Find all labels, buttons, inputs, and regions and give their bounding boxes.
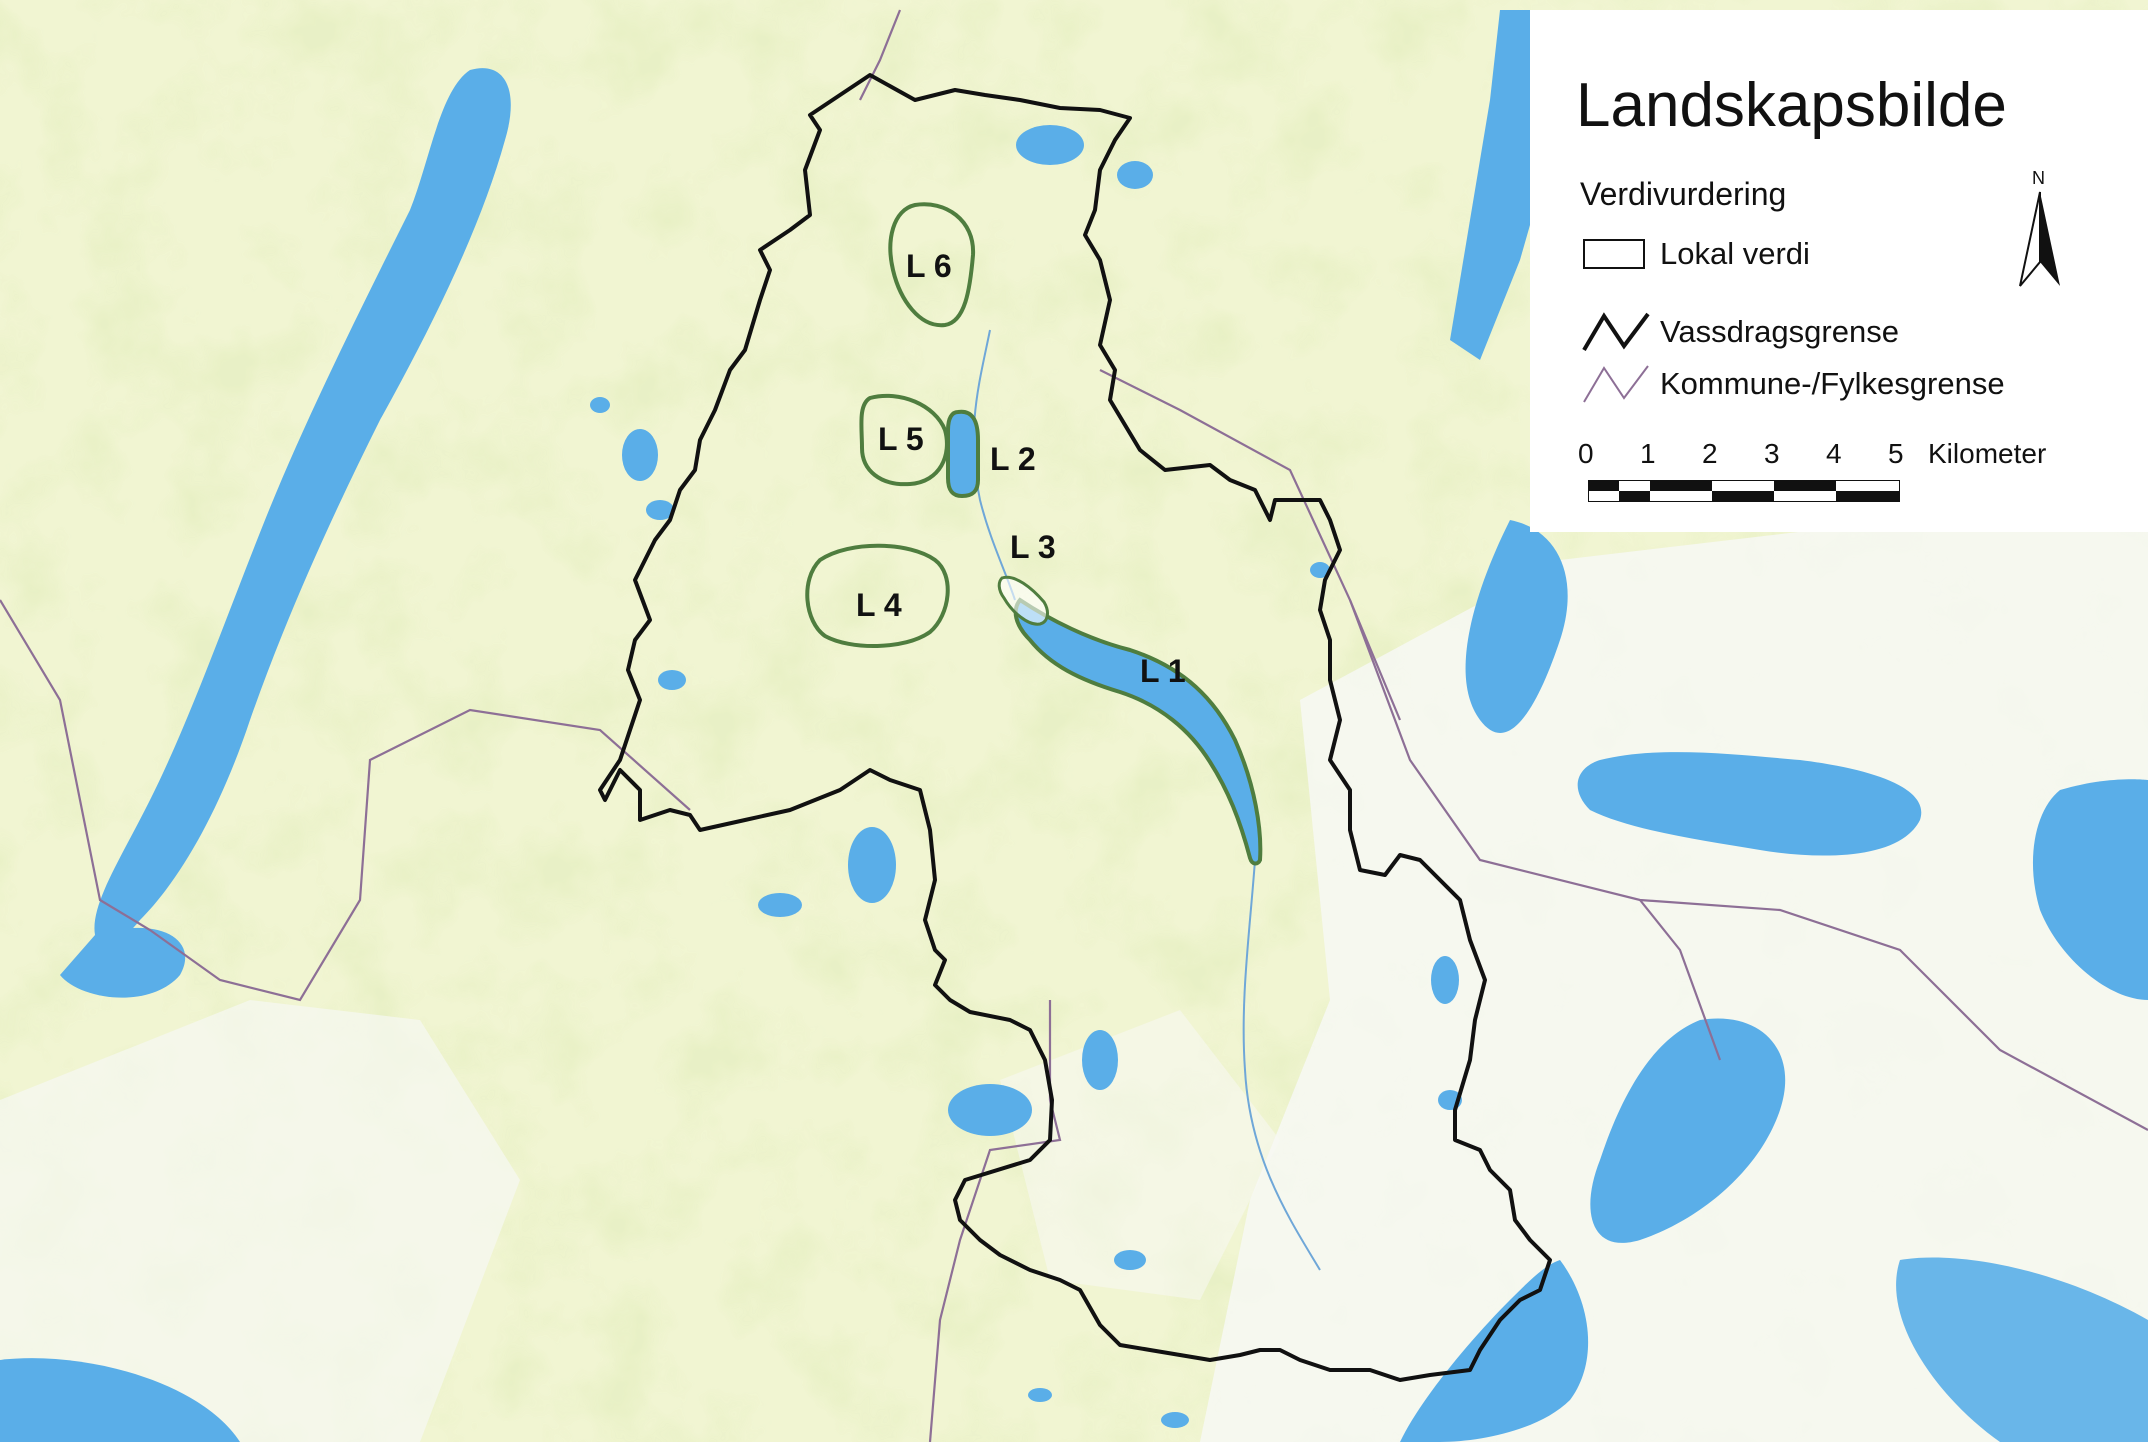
small-lake (1028, 1388, 1052, 1402)
small-lake (646, 500, 674, 520)
small-lake (948, 1084, 1032, 1136)
area-L1[interactable] (1013, 597, 1263, 866)
legend-item-label: Lokal verdi (1660, 236, 1810, 271)
small-lake (590, 397, 610, 413)
area-L3[interactable] (997, 575, 1049, 626)
legend-item-kommunegrense: Kommune-/Fylkesgrense (1580, 362, 2005, 406)
area-label-L3: L 3 (1010, 529, 1056, 565)
area-L2[interactable] (946, 409, 980, 499)
scale-tick: 4 (1826, 438, 1842, 469)
small-lake (658, 670, 686, 690)
lake-east-3 (2032, 779, 2148, 1000)
lake-far-southeast (1896, 1257, 2148, 1442)
scale-tick: 2 (1702, 438, 1718, 469)
legend-item-vassdragsgrense: Vassdragsgrense (1580, 310, 1899, 354)
lake-southeast (1590, 1018, 1786, 1243)
north-label: N (2032, 168, 2045, 188)
lake-east-2 (1577, 752, 1922, 856)
river (1242, 859, 1321, 1271)
lowland-east (1200, 500, 2148, 1442)
scale-tick: 3 (1764, 438, 1780, 469)
small-lake (1161, 1412, 1189, 1428)
lake-east-1 (1465, 520, 1568, 733)
lowland-south (1000, 1010, 1280, 1300)
watershed-boundary (598, 73, 1552, 1382)
small-lake (1117, 161, 1153, 189)
small-lake (758, 893, 802, 917)
western-fjord (94, 68, 511, 946)
map-title: Landskapsbilde (1576, 71, 2007, 140)
thin-purple-line-icon (1583, 365, 1649, 403)
north-arrow: N (2010, 168, 2080, 288)
area-label-L2: L 2 (990, 441, 1036, 477)
lake-south-west-corner (0, 1358, 240, 1442)
small-lake (1114, 1250, 1146, 1270)
scale-tick: 0 (1578, 438, 1594, 469)
small-lake (622, 429, 658, 481)
area-label-L1: L 1 (1140, 653, 1186, 689)
scale-tick: 5 (1888, 438, 1904, 469)
legend-item-lokal-verdi: Lokal verdi (1580, 232, 1810, 276)
scale-unit: Kilometer (1928, 438, 2047, 469)
scale-bar (1588, 480, 1900, 502)
legend-item-label: Vassdragsgrense (1660, 314, 1899, 349)
area-label-L5: L 5 (878, 421, 924, 457)
scale-tick: 1 (1640, 438, 1656, 469)
legend-section-title: Verdivurdering (1580, 176, 1787, 212)
area-label-L4: L 4 (856, 587, 902, 623)
fjord-mouth (60, 927, 186, 998)
open-box-icon (1583, 239, 1645, 269)
scale-numbers: 0 1 2 3 4 5 (1578, 438, 1918, 478)
small-lake (1016, 125, 1084, 165)
area-L5[interactable] (859, 393, 949, 487)
area-label-L6: L 6 (906, 248, 952, 284)
small-lake (1431, 956, 1459, 1004)
lowland-southwest (0, 1000, 520, 1442)
river (972, 329, 1016, 601)
black-line-icon (1582, 312, 1650, 352)
legend-item-label: Kommune-/Fylkesgrense (1660, 366, 2005, 401)
lake-south-east-corner (1400, 1260, 1589, 1442)
small-lake (1082, 1030, 1118, 1090)
small-lake (848, 827, 896, 903)
small-lake (1310, 562, 1330, 578)
north-arrow-icon (2019, 191, 2060, 287)
map-legend: Landskapsbilde Verdivurdering Lokal verd… (1530, 10, 2148, 532)
area-L4[interactable] (805, 543, 950, 649)
area-L6[interactable] (888, 202, 976, 328)
